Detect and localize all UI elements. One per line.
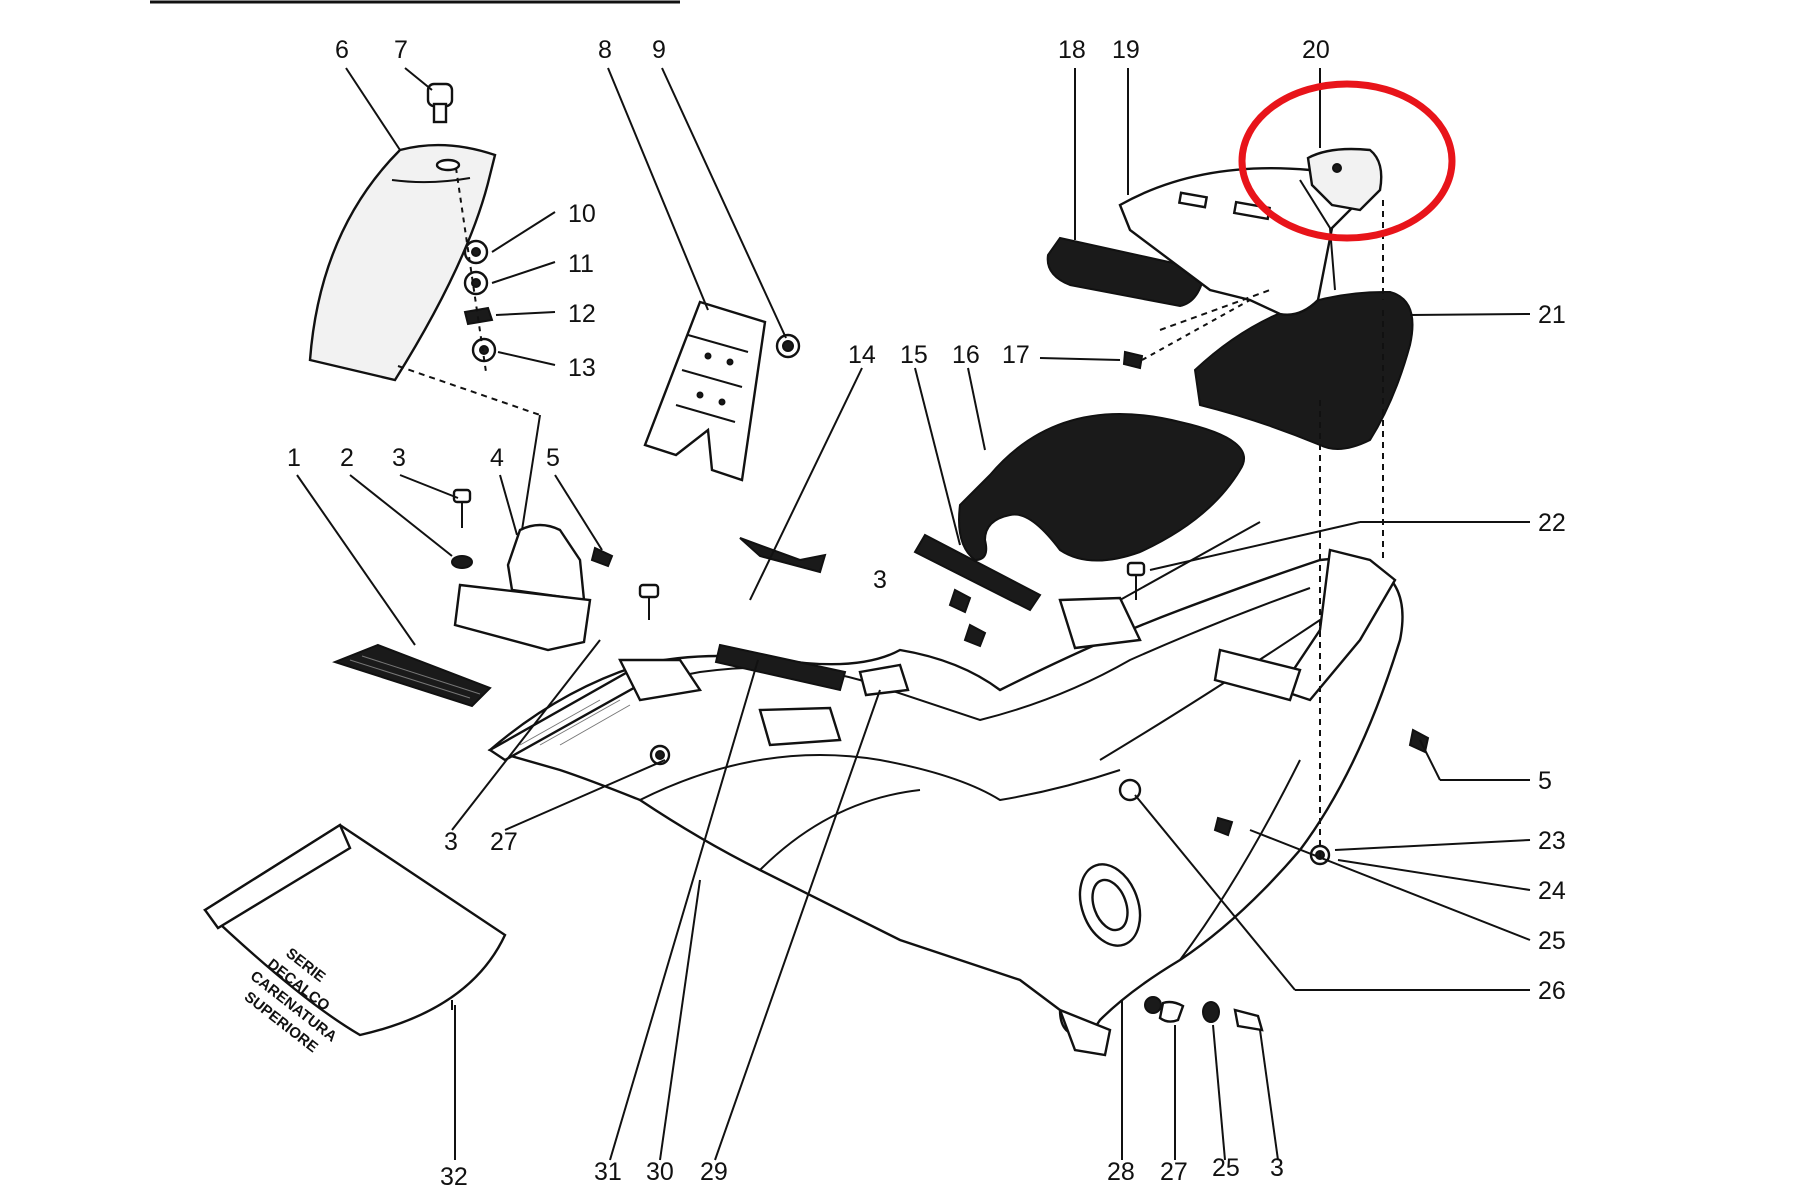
part-8-bracket-plate [643, 300, 767, 482]
label-7: 7 [394, 36, 408, 64]
parts-2-5-hinge-assembly [451, 488, 614, 652]
part-20-end-cap [1306, 147, 1383, 212]
label-24: 24 [1538, 877, 1566, 905]
label-3b: 3 [873, 566, 887, 594]
label-20: 20 [1302, 36, 1330, 64]
label-29: 29 [700, 1158, 728, 1186]
label-8: 8 [598, 36, 612, 64]
label-31: 31 [594, 1158, 622, 1186]
label-27b: 27 [490, 828, 518, 856]
label-11: 11 [568, 250, 594, 278]
label-5: 5 [546, 444, 560, 472]
label-12: 12 [568, 300, 596, 328]
label-18: 18 [1058, 36, 1086, 64]
part-32-decal-sheet: SERIE DECALCO CARENATURA SUPERIORE [203, 823, 507, 1056]
label-21: 21 [1538, 301, 1566, 329]
bottom-part-labels: 32 31 30 29 28 27 25 3 [440, 1154, 1284, 1191]
label-6: 6 [335, 36, 349, 64]
label-2: 2 [340, 444, 354, 472]
label-14: 14 [848, 341, 876, 369]
part-number-labels: 6 7 8 9 10 11 12 13 14 15 16 17 18 19 20… [287, 36, 1566, 1005]
label-3: 3 [392, 444, 406, 472]
misc-fasteners [638, 561, 1430, 1032]
label-19: 19 [1112, 36, 1140, 64]
label-10: 10 [568, 200, 596, 228]
parts-10-13-hardware [455, 167, 497, 373]
label-27: 27 [1160, 1158, 1188, 1186]
part-21-rear-seat [1193, 290, 1414, 450]
part-9-nut [775, 333, 801, 359]
part-7-bolt [426, 82, 454, 124]
label-4: 4 [490, 444, 504, 472]
label-30: 30 [646, 1158, 674, 1186]
label-13: 13 [568, 354, 596, 382]
label-22: 22 [1538, 509, 1566, 537]
label-3d: 3 [1270, 1154, 1284, 1182]
label-32: 32 [440, 1163, 468, 1191]
label-5b: 5 [1538, 767, 1552, 795]
label-26: 26 [1538, 977, 1566, 1005]
label-28: 28 [1107, 1158, 1135, 1186]
label-23: 23 [1538, 827, 1566, 855]
part-1-grille [332, 643, 492, 708]
highlight-circle [1238, 80, 1456, 242]
part-6-cover-panel [308, 143, 497, 382]
label-9: 9 [652, 36, 666, 64]
label-25: 25 [1538, 927, 1566, 955]
label-17: 17 [1002, 341, 1030, 369]
label-15: 15 [900, 341, 928, 369]
part-17-screw [1122, 299, 1251, 370]
label-25b: 25 [1212, 1154, 1240, 1182]
label-16: 16 [952, 341, 980, 369]
part-16-seat [958, 413, 1245, 562]
leader-lines [296, 67, 1531, 1161]
part-19-tail-housing [1118, 167, 1374, 316]
label-3c: 3 [444, 828, 458, 856]
main-fairing-body [487, 533, 1404, 1057]
label-1: 1 [287, 444, 301, 472]
